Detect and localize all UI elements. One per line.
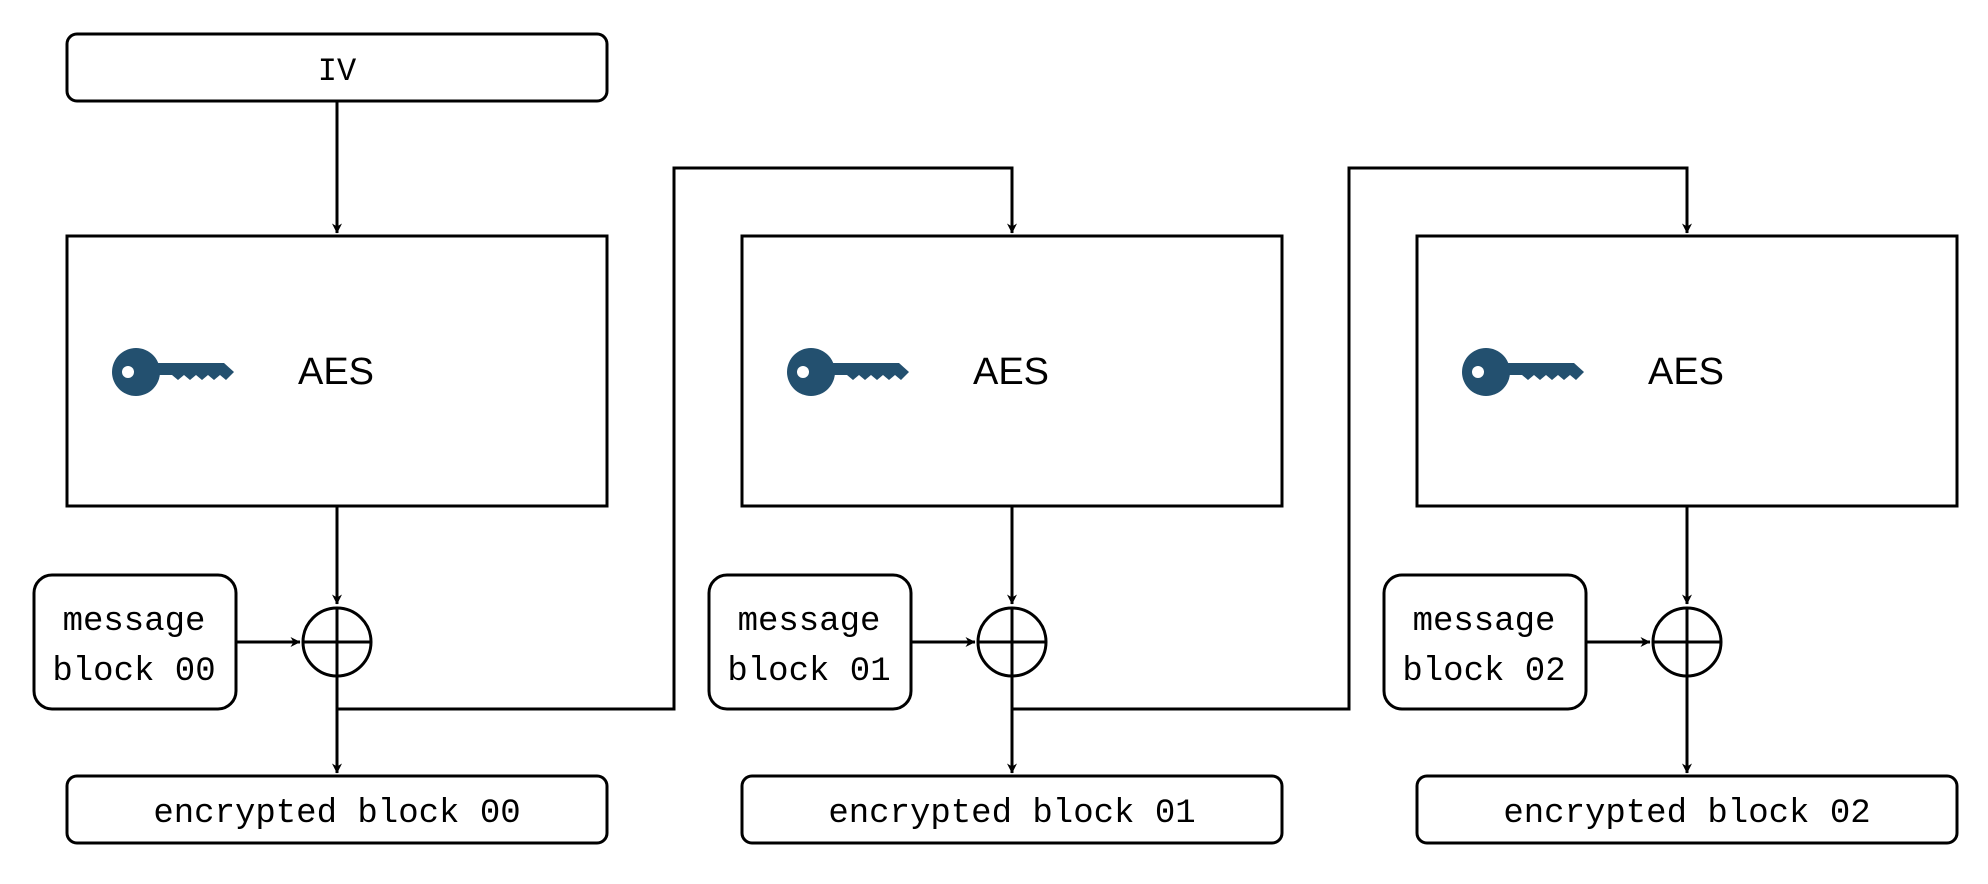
- xor-icon: [301, 606, 373, 678]
- aes-label-00: AES: [298, 351, 374, 393]
- encrypted-label-02: encrypted block 02: [1503, 795, 1870, 833]
- xor-icon: [1651, 606, 1723, 678]
- stage-01: AES message block 01 encrypted block 01: [707, 234, 1284, 845]
- key-icon: [787, 348, 909, 396]
- stage-00: AES message block 00 encrypted block 00: [32, 234, 609, 845]
- iv-label: IV: [318, 53, 357, 90]
- encrypted-label-00: encrypted block 00: [153, 795, 520, 833]
- encrypted-block-00: [65, 774, 609, 845]
- aes-label-02: AES: [1648, 351, 1724, 393]
- chain-01-to-02-arrow: [1012, 166, 1692, 711]
- message-line1-02: message: [1413, 603, 1556, 641]
- message-line1-01: message: [738, 603, 881, 641]
- message-line1-00: message: [63, 603, 206, 641]
- key-icon: [1462, 348, 1584, 396]
- xor-icon: [976, 606, 1048, 678]
- encrypted-label-01: encrypted block 01: [828, 795, 1195, 833]
- iv-box: IV: [65, 32, 609, 103]
- encrypted-block-01: [740, 774, 1284, 845]
- message-line2-00: block 00: [52, 653, 215, 691]
- key-icon: [112, 348, 234, 396]
- message-line2-01: block 01: [727, 653, 890, 691]
- encrypted-block-02: [1415, 774, 1959, 845]
- stage-02: AES message block 02 encrypted block 02: [1382, 234, 1959, 845]
- message-line2-02: block 02: [1402, 653, 1565, 691]
- chain-00-to-01-arrow: [337, 166, 1017, 711]
- aes-label-01: AES: [973, 351, 1049, 393]
